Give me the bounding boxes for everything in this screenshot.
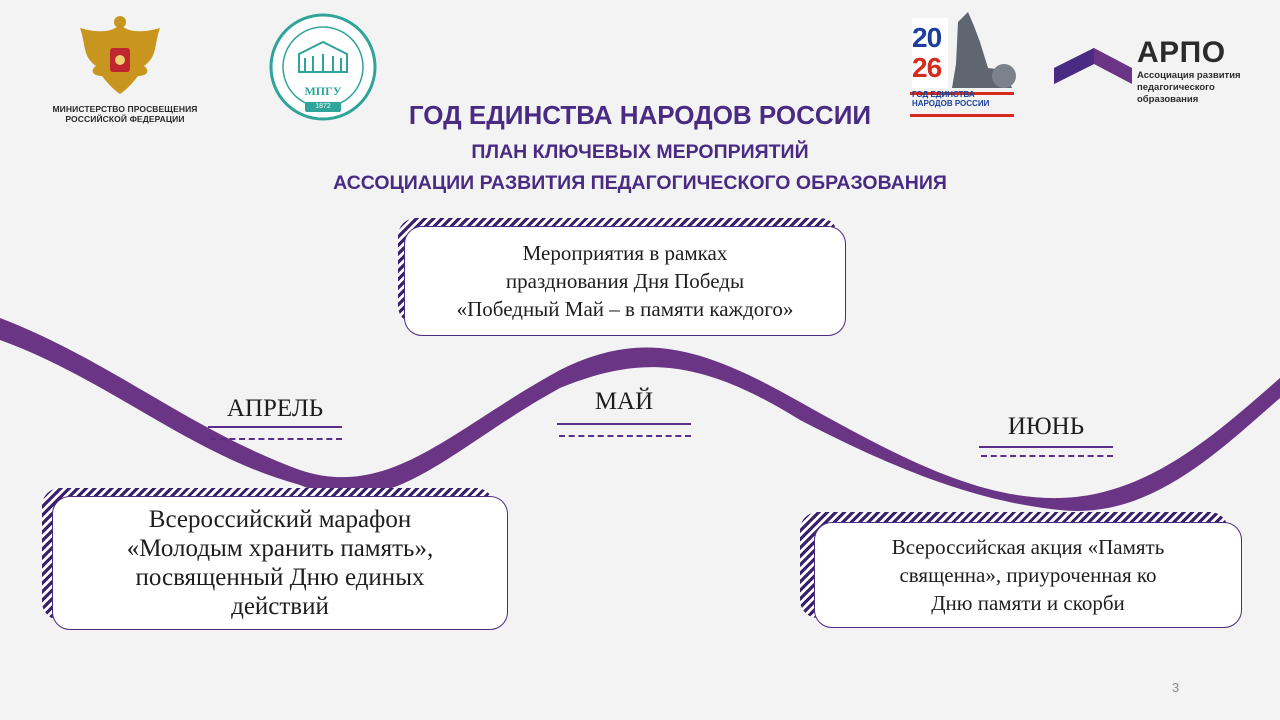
wave-band	[0, 318, 1280, 511]
ministry-caption: МИНИСТЕРСТВО ПРОСВЕЩЕНИЯ РОССИЙСКОЙ ФЕДЕ…	[52, 104, 198, 124]
year-of-unity-logo	[908, 8, 1018, 120]
june-dashed-line	[981, 455, 1113, 457]
slide-subtitle-2: АССОЦИАЦИИ РАЗВИТИЯ ПЕДАГОГИЧЕСКОГО ОБРА…	[333, 172, 947, 194]
april-dashed-line	[210, 438, 342, 440]
arpo-logo-mark	[1054, 46, 1132, 88]
year-logo-caption: ГОД ЕДИНСТВА НАРОДОВ РОССИИ	[912, 90, 990, 108]
arpo-subtitle: Ассоциация развития педагогического обра…	[1137, 70, 1241, 105]
slide-subtitle-1: ПЛАН КЛЮЧЕВЫХ МЕРОПРИЯТИЙ	[471, 141, 809, 163]
ministry-emblem	[72, 14, 168, 100]
arpo-title: АРПО	[1137, 36, 1226, 69]
june-event-text: Всероссийская акция «Память священна», п…	[891, 535, 1165, 615]
may-dashed-line	[559, 435, 691, 437]
april-event-text: Всероссийский марафон «Молодым хранить п…	[126, 506, 434, 620]
year-logo-top: 20	[912, 22, 942, 53]
eagle-icon	[80, 16, 160, 94]
slide-title: ГОД ЕДИНСТВА НАРОДОВ РОССИИ	[408, 100, 872, 130]
mpgu-logo-text: МПГУ	[304, 84, 342, 98]
mpgu-year: 1872	[315, 103, 331, 110]
month-may: МАЙ	[594, 388, 654, 415]
may-underline	[557, 423, 691, 425]
april-underline	[208, 426, 342, 428]
june-underline	[979, 446, 1113, 448]
april-event-card: Всероссийский марафон «Молодым хранить п…	[52, 496, 508, 630]
page-number: 3	[1172, 680, 1180, 695]
month-april: АПРЕЛЬ	[226, 395, 324, 422]
june-event-card: Всероссийская акция «Память священна», п…	[814, 522, 1242, 628]
month-june: ИЮНЬ	[1007, 413, 1085, 440]
year-logo-bottom: 26	[912, 52, 942, 83]
may-event-card: Мероприятия в рамках празднования Дня По…	[404, 226, 846, 336]
mpgu-logo	[265, 12, 381, 122]
may-event-text: Мероприятия в рамках празднования Дня По…	[456, 241, 794, 321]
